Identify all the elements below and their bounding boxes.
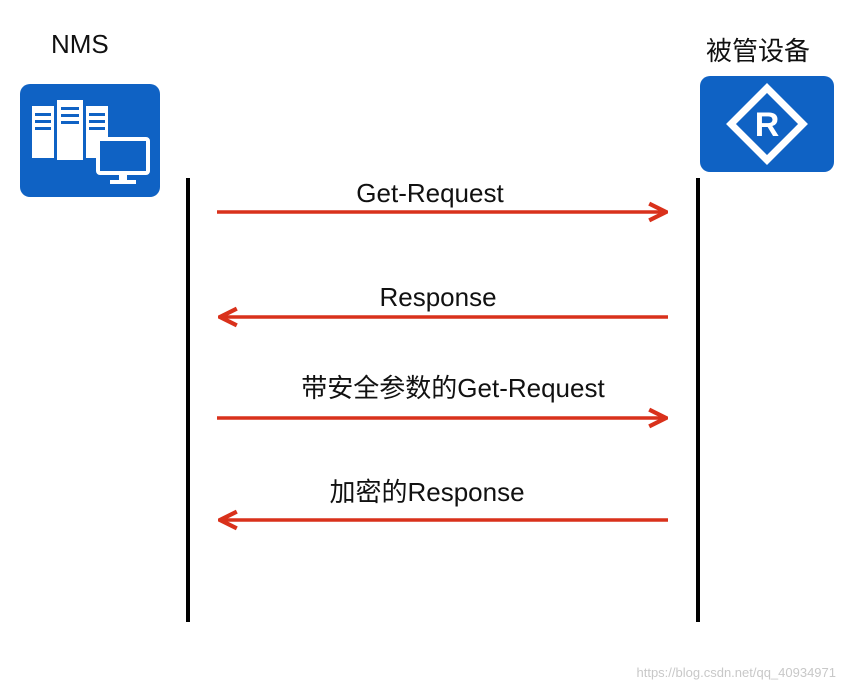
message-label-encrypted-response: 加密的Response [329,477,525,507]
managed-device-label: 被管设备 [706,36,811,66]
router-glyph: R [726,83,808,165]
server-monitor-glyph [32,100,150,184]
message-label-get-request: Get-Request [356,178,504,208]
message-label-response: Response [379,282,497,312]
watermark: https://blog.csdn.net/qq_40934971 [636,665,837,680]
svg-text:R: R [755,106,780,144]
nms-label: NMS [51,29,109,59]
message-label-secure-get-request: 带安全参数的Get-Request [301,373,605,403]
server-monitor-icon [20,84,160,197]
router-icon: R [700,76,834,172]
